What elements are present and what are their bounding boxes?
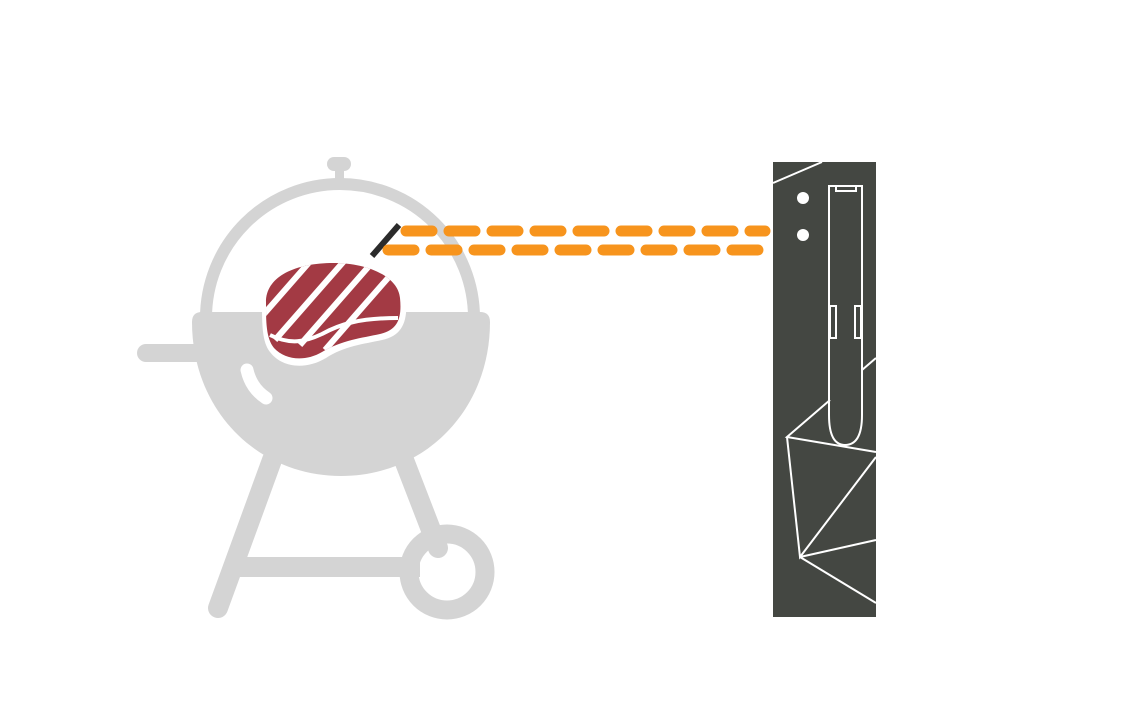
wireless-signal-dashes (382, 225, 771, 256)
device-indicator-dot-2 (797, 229, 809, 241)
device-facet-4 (799, 539, 877, 558)
device-body (773, 162, 876, 617)
device-facet-1 (861, 357, 877, 371)
lid-knob-stem (335, 166, 344, 182)
device-corner-line (772, 161, 823, 184)
device-slot-clip-left (829, 305, 837, 339)
thermometer-receiver-icon (772, 161, 877, 617)
kettle-grill-icon (137, 157, 495, 620)
grill-wheel (399, 524, 495, 620)
device-indicator-dot-1 (797, 192, 809, 204)
grill-vent (240, 363, 273, 405)
device-slot-cap (835, 185, 857, 192)
lid-knob (327, 157, 351, 171)
steak-icon (262, 256, 407, 366)
device-facet-5 (799, 556, 877, 604)
grill-bowl (192, 312, 490, 476)
meat-probe-icon (369, 223, 402, 258)
grill-leg-left (208, 450, 282, 618)
device-probe-slot (828, 185, 863, 447)
steak-fat-line (269, 316, 399, 344)
device-slot-clip-right (854, 305, 862, 339)
grill-lid (200, 178, 480, 324)
